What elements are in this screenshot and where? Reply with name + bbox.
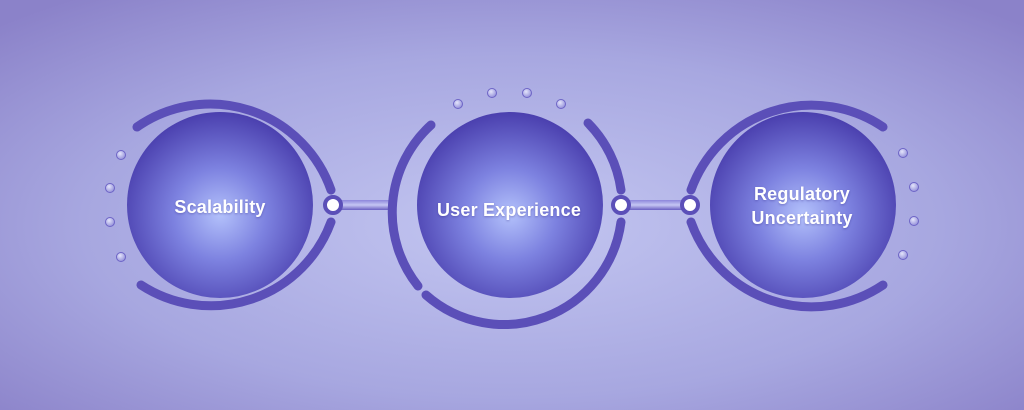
ring-arc-left — [387, 120, 436, 291]
decor-dot — [898, 148, 908, 158]
decor-dot — [116, 150, 126, 160]
node-scalability — [105, 99, 343, 311]
ring-arc-top — [132, 99, 336, 195]
decor-dot — [556, 99, 566, 109]
decor-dot — [105, 217, 115, 227]
ring-arc-right-bottom — [421, 217, 626, 329]
decor-dot — [909, 182, 919, 192]
connector-2-3 — [620, 200, 692, 210]
ring-arc-bottom — [136, 217, 336, 311]
node-user-experience — [387, 88, 631, 329]
connector-1-2 — [334, 200, 396, 210]
decor-dot — [522, 88, 532, 98]
ring-arc-bottom — [686, 217, 888, 312]
decor-dot — [898, 250, 908, 260]
node-circle — [127, 112, 313, 298]
node-label-scalability: Scalability — [174, 197, 266, 217]
node-regulatory-uncertainty — [680, 100, 919, 312]
decor-dot — [487, 88, 497, 98]
node-circle — [710, 112, 896, 298]
node-label-user-experience: User Experience — [436, 200, 582, 220]
decor-dot — [453, 99, 463, 109]
node-label-line: Uncertainty — [751, 208, 853, 228]
ring-arc-top — [686, 100, 888, 195]
node-circle — [417, 112, 603, 298]
decor-dot — [105, 183, 115, 193]
node-label-regulatory-uncertainty: Regulatory Uncertainty — [712, 182, 892, 230]
connector-node-dot — [323, 195, 343, 215]
connector-node-dot — [680, 195, 700, 215]
node-label-line: Regulatory — [753, 184, 851, 204]
decor-dot — [909, 216, 919, 226]
connector-node-dot — [611, 195, 631, 215]
decor-dot — [116, 252, 126, 262]
ring-arc-right-top — [583, 118, 626, 195]
